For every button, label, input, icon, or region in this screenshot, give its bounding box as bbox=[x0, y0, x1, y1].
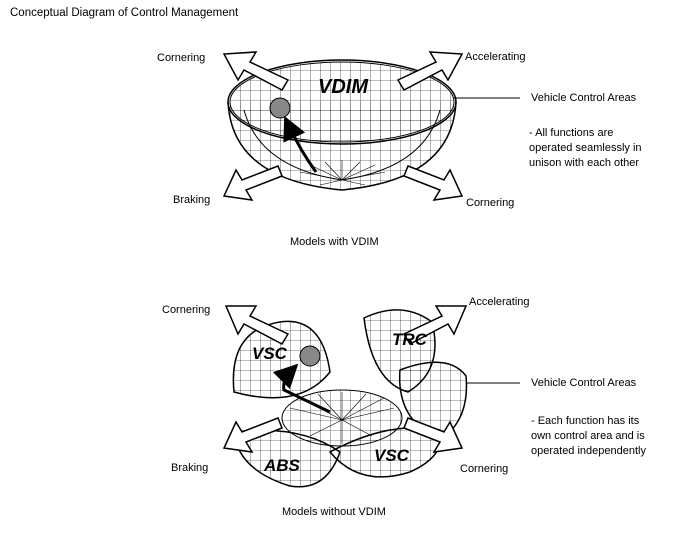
vehicle-state-ball-bottom bbox=[299, 345, 321, 367]
top-direction-arrows bbox=[222, 51, 464, 201]
bottom-cornering-right-label: Cornering bbox=[460, 463, 509, 475]
top-cornering-right-label: Cornering bbox=[466, 197, 515, 209]
bottom-caption: Models without VDIM bbox=[282, 506, 386, 518]
bottom-direction-arrows bbox=[222, 305, 468, 453]
bottom-cornering-left-label: Cornering bbox=[162, 304, 211, 316]
top-vehicle-control-areas-label: Vehicle Control Areas bbox=[531, 92, 637, 104]
area-label-abs: ABS bbox=[264, 456, 300, 475]
top-caption: Models with VDIM bbox=[290, 236, 379, 248]
bottom-braking-label: Braking bbox=[171, 462, 209, 474]
bottom-note: - Each function has its own control area… bbox=[531, 415, 646, 457]
top-accelerating-label: Accelerating bbox=[465, 51, 526, 63]
bottom-accelerating-label: Accelerating bbox=[469, 296, 530, 308]
diagram-title: Conceptual Diagram of Control Management bbox=[10, 7, 239, 19]
vdim-center-label: VDIM bbox=[318, 76, 368, 98]
area-label-vsc-left: VSC bbox=[252, 344, 287, 363]
top-note: - All functions are operated seamlessly … bbox=[529, 127, 642, 169]
state-transition-arrow-top bbox=[283, 115, 318, 173]
area-label-trc: TRC bbox=[392, 330, 427, 349]
top-cornering-left-label: Cornering bbox=[157, 52, 206, 64]
area-label-vsc-right: VSC bbox=[374, 446, 409, 465]
state-transition-arrow-bottom bbox=[272, 363, 331, 414]
vehicle-state-ball-top bbox=[269, 97, 291, 119]
top-braking-label: Braking bbox=[173, 194, 211, 206]
bottom-vehicle-control-areas-label: Vehicle Control Areas bbox=[531, 377, 637, 389]
